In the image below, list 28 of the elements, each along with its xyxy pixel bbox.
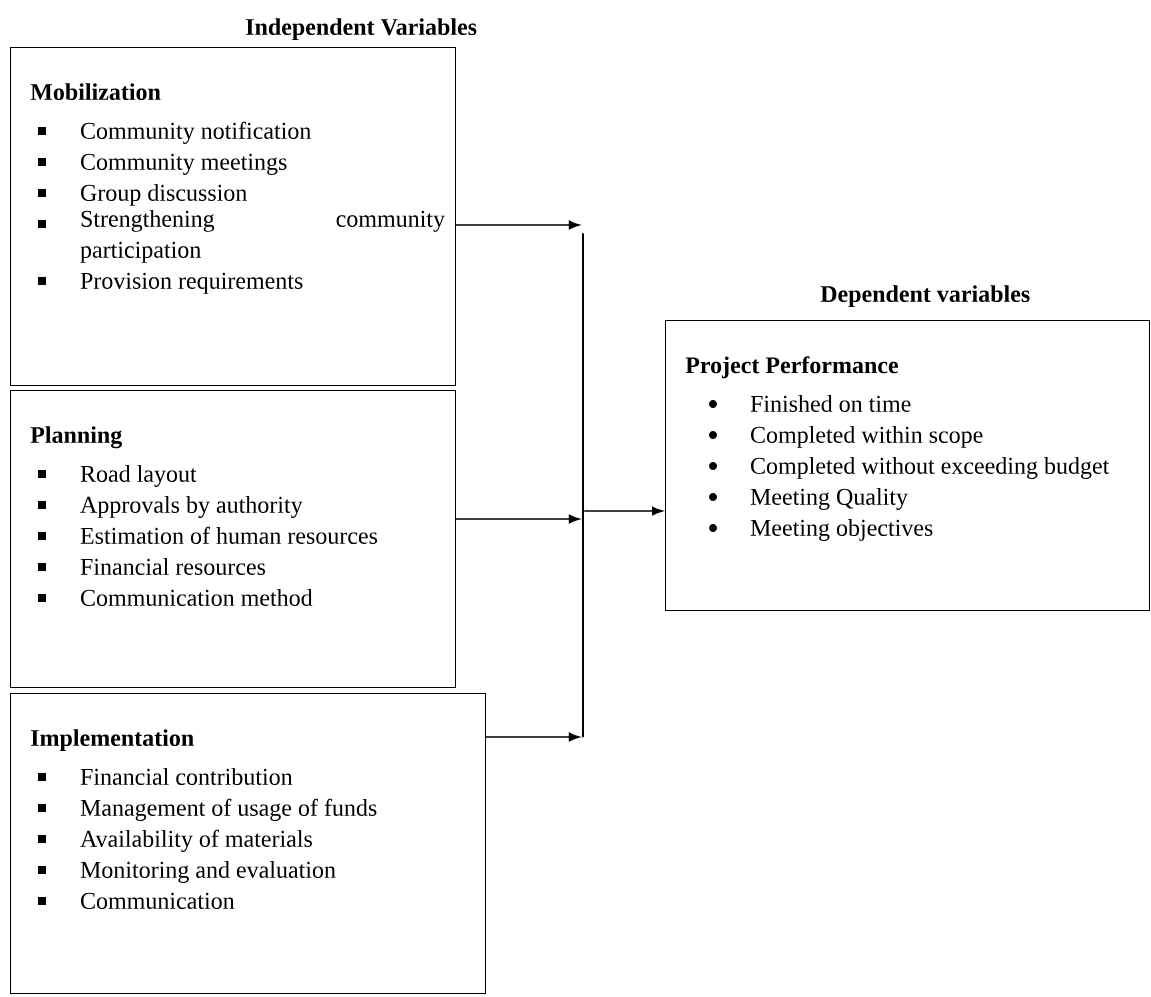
list-item: Finished on time — [709, 395, 911, 412]
list-item: Completed without exceeding budget — [709, 457, 1110, 479]
list-item: Approvals by authority — [38, 496, 303, 518]
list-item: Provision requirements — [38, 272, 303, 294]
list-item: Financial resources — [38, 558, 266, 575]
variable-box: Project Performance Finished on time Completed within scope Completed without exceeding budget Meeting Quality Meeting objectives — [665, 320, 1150, 611]
list-item: Community meetings — [38, 153, 287, 175]
list-item: Management of usage of funds — [38, 798, 377, 821]
arrow — [583, 506, 663, 516]
variable-box: Implementation Financial contribution Management of usage of funds Availability of materials Monitoring and evaluation Communication — [10, 693, 486, 994]
list-item: Community notification — [38, 121, 311, 144]
arrow — [455, 514, 580, 524]
list-item: Estimation of human resources — [38, 526, 378, 544]
list-item: Financial contribution — [38, 768, 293, 785]
list-item: Communication method — [38, 589, 313, 606]
list-item: Completed within scope — [709, 426, 983, 448]
variable-box: Mobilization Community notification Community meetings Group discussion Strengthening community participation Provision requirements — [10, 47, 456, 386]
list-item: Meeting Quality — [709, 488, 908, 510]
list-item: Availability of materials — [38, 829, 312, 852]
variable-box: Planning Road layout Approvals by authority Estimation of human resources Financial resources Communication method — [10, 390, 456, 688]
list-item: Meeting objectives — [709, 519, 933, 541]
list-item: Communication — [38, 892, 235, 909]
list-item: Road layout — [38, 465, 197, 487]
list-item: Group discussion — [38, 184, 247, 206]
arrow — [455, 220, 580, 230]
arrow — [485, 732, 580, 742]
list-item: Monitoring and evaluation — [38, 861, 336, 883]
list-item: Strengthening community participation — [38, 210, 445, 263]
